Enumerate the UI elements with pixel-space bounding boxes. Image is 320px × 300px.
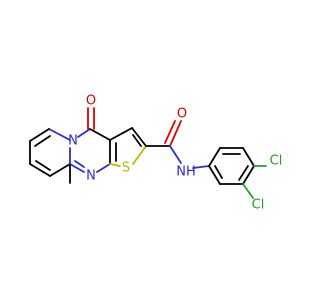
bond-c1-c2-inner	[34, 135, 51, 147]
nitrogen-ring-fusion-label: N	[68, 134, 78, 149]
bond-n-c5	[69, 163, 85, 173]
bond-ph-6-inner	[214, 165, 223, 179]
bond-n-carbonyl	[77, 128, 91, 138]
bond-n-c5-inner	[74, 160, 85, 168]
bond-amide-o-2	[164, 120, 176, 144]
bond-thio-c1	[109, 127, 133, 141]
bond-thio-s2	[109, 163, 121, 167]
amide-nh-label: NH	[176, 165, 196, 180]
sulfur-label: S	[122, 161, 130, 176]
bond-amide-n	[169, 145, 182, 164]
bond-c3-c4-inner	[35, 160, 51, 171]
bond-n-c1	[48, 128, 71, 141]
atom-label-layer: O N N S O NH Cl Cl	[68, 94, 282, 213]
bond-thio-s1	[132, 145, 147, 165]
bond-thio-c2-inner	[132, 134, 142, 147]
oxygen-amide-label: O	[177, 107, 187, 122]
bond-carbonyl-c	[89, 128, 111, 141]
oxygen-ketone-label: O	[86, 94, 96, 109]
bond-cl-lower	[242, 183, 254, 199]
bond-ph-6	[208, 165, 221, 185]
bond-c1-c2	[29, 128, 50, 142]
bond-thio-c2	[131, 127, 147, 147]
bond-c4-c5	[49, 163, 71, 177]
bond-ph-1	[208, 147, 221, 167]
bond-ph-4-inner	[238, 165, 249, 181]
molecule-structure: O N N S O NH Cl Cl	[29, 94, 282, 213]
bond-ph-4	[242, 165, 255, 185]
bond-layer	[29, 107, 267, 199]
bond-ph-3	[242, 147, 255, 167]
bond-c3-c4	[29, 163, 51, 177]
chlorine-lower-label: Cl	[252, 198, 265, 213]
nitrogen-ring-label: N	[86, 169, 96, 184]
bond-amide-o	[169, 120, 182, 147]
bond-n-phenyl	[192, 165, 210, 169]
bond-c-n-lower	[96, 163, 111, 173]
chlorine-upper-label: Cl	[270, 154, 283, 169]
